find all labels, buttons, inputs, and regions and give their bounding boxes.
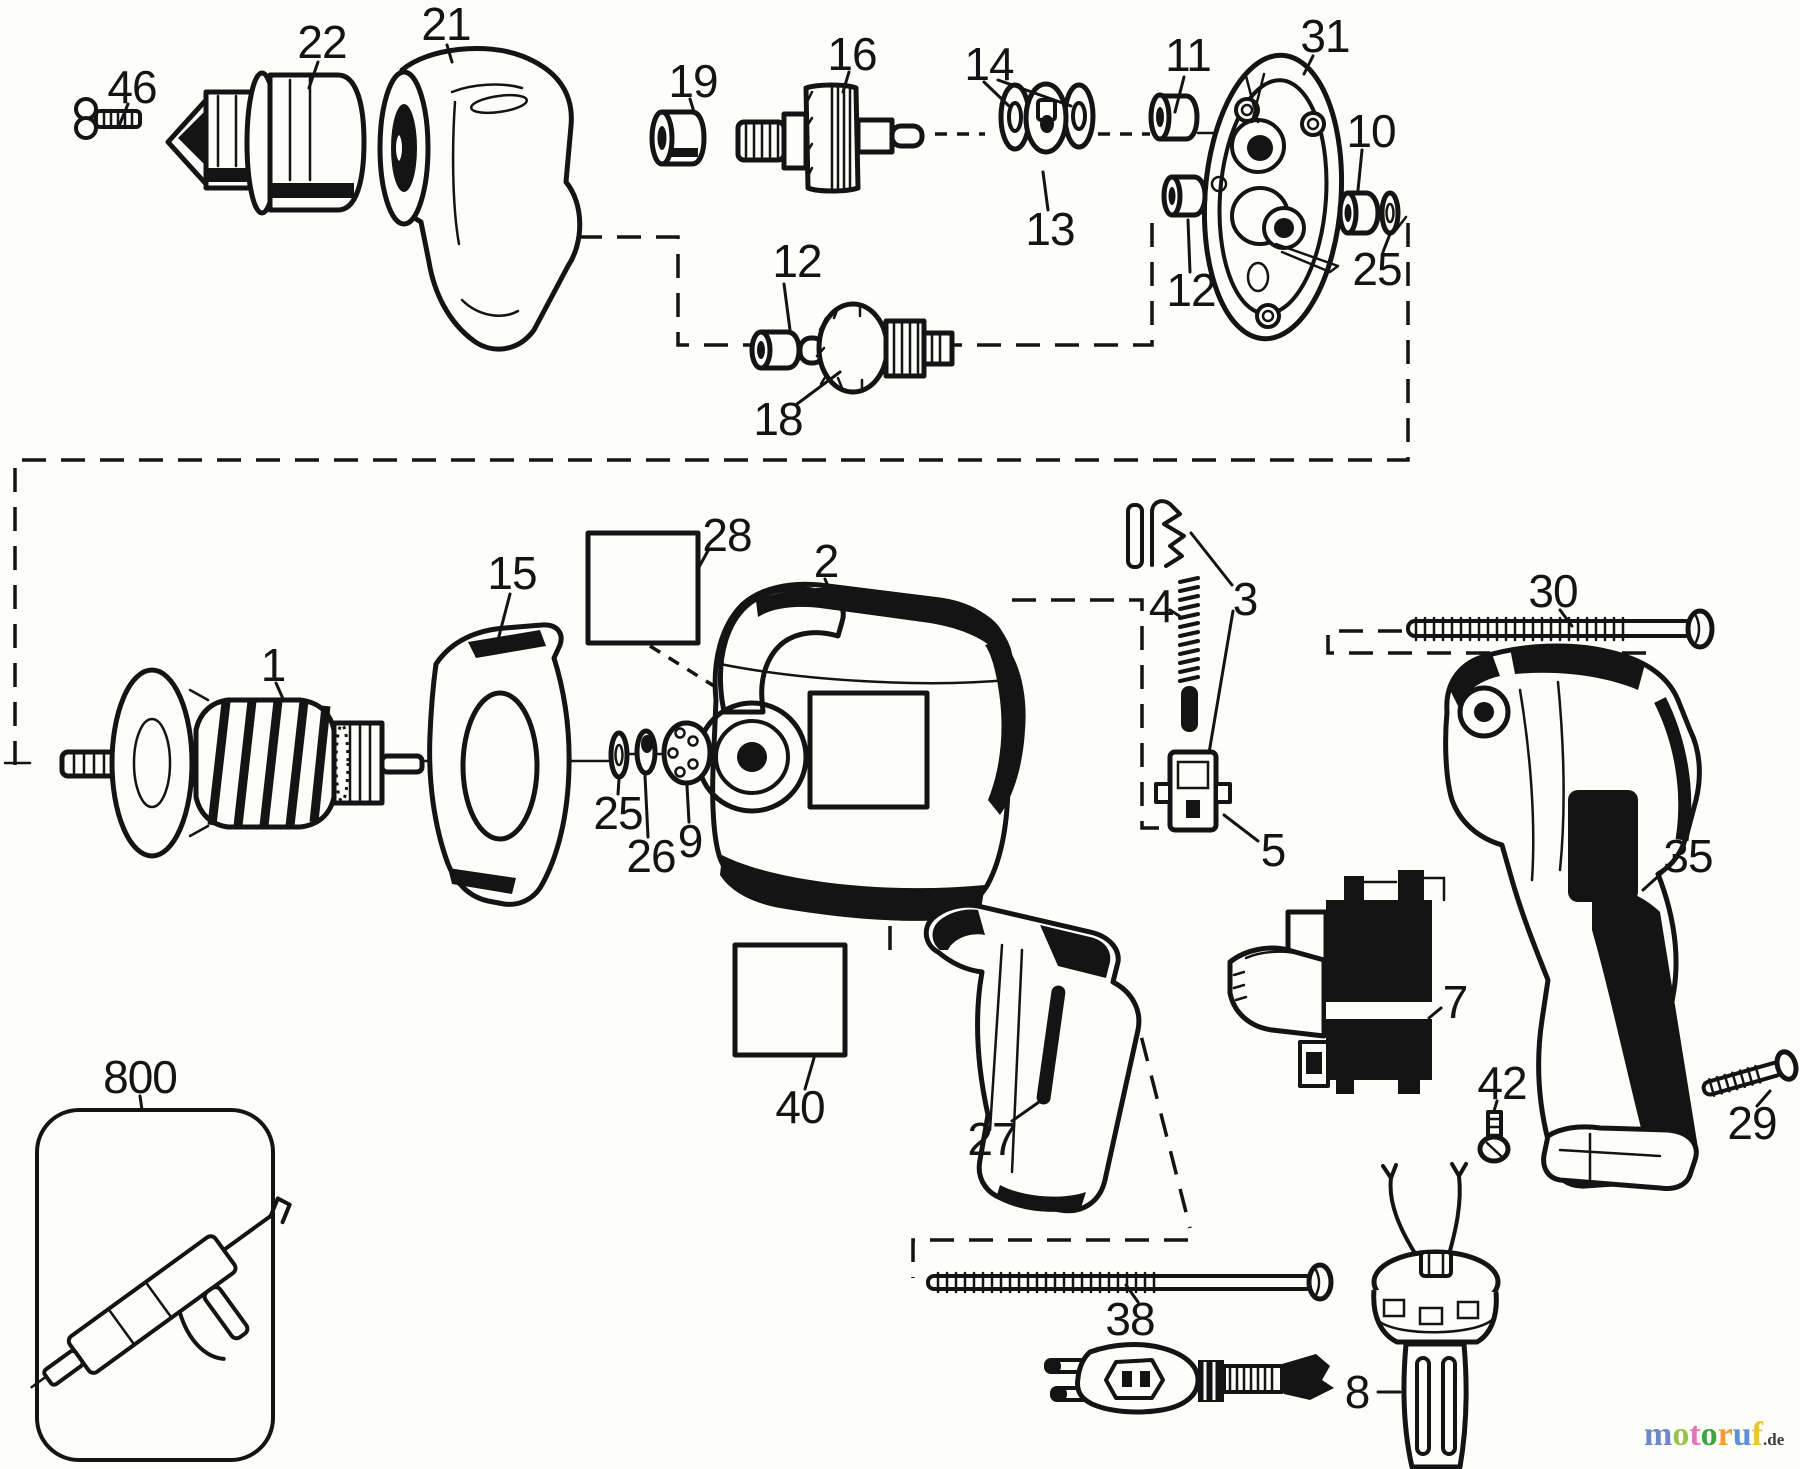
part-label-11: 11	[1165, 29, 1212, 81]
part-label-14: 14	[964, 38, 1014, 90]
part-9-bearing	[661, 720, 713, 786]
part-2-field-housing	[695, 581, 1026, 921]
watermark-letter: r	[1717, 1416, 1733, 1453]
watermark-letter: m	[1644, 1416, 1673, 1453]
part-label-27: 27	[967, 1113, 1017, 1165]
part-38-screw	[926, 1262, 1334, 1302]
part-label-30: 30	[1528, 565, 1578, 617]
part-label-28: 28	[702, 509, 752, 561]
part-11-bushing	[1148, 92, 1200, 142]
part-label-10: 10	[1346, 105, 1396, 157]
part-label-16: 16	[827, 28, 877, 80]
part-1-armature	[59, 667, 425, 859]
watermark-letter: o	[1700, 1416, 1718, 1453]
part-label-21: 21	[421, 0, 471, 50]
part-label-3: 3	[1232, 573, 1259, 625]
part-label-800: 800	[103, 1051, 178, 1103]
part-29-screw	[1701, 1049, 1799, 1097]
part-7-switch	[1227, 870, 1446, 1094]
leader-lines	[117, 43, 1772, 1394]
part-label-26: 26	[626, 830, 676, 882]
part-label-35: 35	[1663, 830, 1713, 882]
part-40-nameplate	[732, 942, 848, 1058]
part-label-8: 8	[1344, 1366, 1371, 1418]
part-12a-bushing	[749, 329, 802, 371]
part-19-bushing	[649, 109, 707, 167]
part-22-chuck	[165, 70, 367, 216]
part-label-38: 38	[1105, 1293, 1155, 1345]
part-label-7: 7	[1442, 976, 1469, 1028]
part-16-gear-shaft	[735, 82, 925, 194]
part-label-15: 15	[487, 547, 537, 599]
part-27-handle	[923, 902, 1142, 1214]
part-label-25b: 25	[593, 787, 643, 839]
part-label-12a: 12	[772, 235, 822, 287]
part-label-42: 42	[1477, 1057, 1527, 1109]
part-5-brush-holder	[1154, 749, 1232, 833]
part-label-5: 5	[1260, 824, 1287, 876]
part-8-cord-protector	[1371, 1162, 1501, 1469]
part-label-12b: 12	[1166, 264, 1216, 316]
part-800-lubricant	[30, 1108, 292, 1462]
watermark-letter: f	[1751, 1416, 1763, 1453]
part-label-2: 2	[813, 535, 840, 587]
watermark-letter: u	[1732, 1416, 1752, 1453]
part-31-gear-case-cover	[1201, 52, 1345, 342]
part-label-29: 29	[1727, 1097, 1777, 1149]
part-42-screw	[1477, 1110, 1511, 1164]
part-label-18: 18	[753, 393, 803, 445]
part-14-washers	[998, 82, 1096, 152]
part-label-25a: 25	[1352, 243, 1402, 295]
power-plug	[1044, 1342, 1334, 1415]
part-26-washer	[634, 728, 658, 776]
part-label-19: 19	[668, 55, 718, 107]
part-label-1: 1	[260, 639, 287, 691]
part-18-gear	[797, 301, 955, 395]
watermark-letter: o	[1672, 1416, 1690, 1453]
part-30-screw	[1406, 608, 1715, 650]
part-13-bearing-retainer	[1023, 81, 1069, 155]
part-35-handle-housing	[1443, 643, 1702, 1191]
part-label-22: 22	[297, 16, 347, 68]
part-label-4: 4	[1148, 580, 1175, 632]
part-25a-washer	[1379, 190, 1401, 236]
part-28-nameplate	[585, 530, 701, 646]
part-label-13: 13	[1025, 203, 1075, 255]
watermark-suffix: .de	[1763, 1430, 1785, 1449]
part-label-40: 40	[775, 1081, 825, 1133]
part-label-46: 46	[107, 61, 157, 113]
part-label-9: 9	[677, 815, 704, 867]
watermark-letter: t	[1689, 1416, 1701, 1453]
part-25b-washer	[608, 730, 630, 780]
part-21-gear-housing	[377, 46, 583, 352]
part-10-bushing	[1337, 190, 1381, 236]
part-4-spring	[1178, 576, 1200, 732]
part-3-brush-clip	[1126, 499, 1186, 569]
part-12b-bushing	[1161, 174, 1208, 218]
part-15-baffle	[427, 622, 572, 907]
part-label-31: 31	[1300, 10, 1350, 62]
